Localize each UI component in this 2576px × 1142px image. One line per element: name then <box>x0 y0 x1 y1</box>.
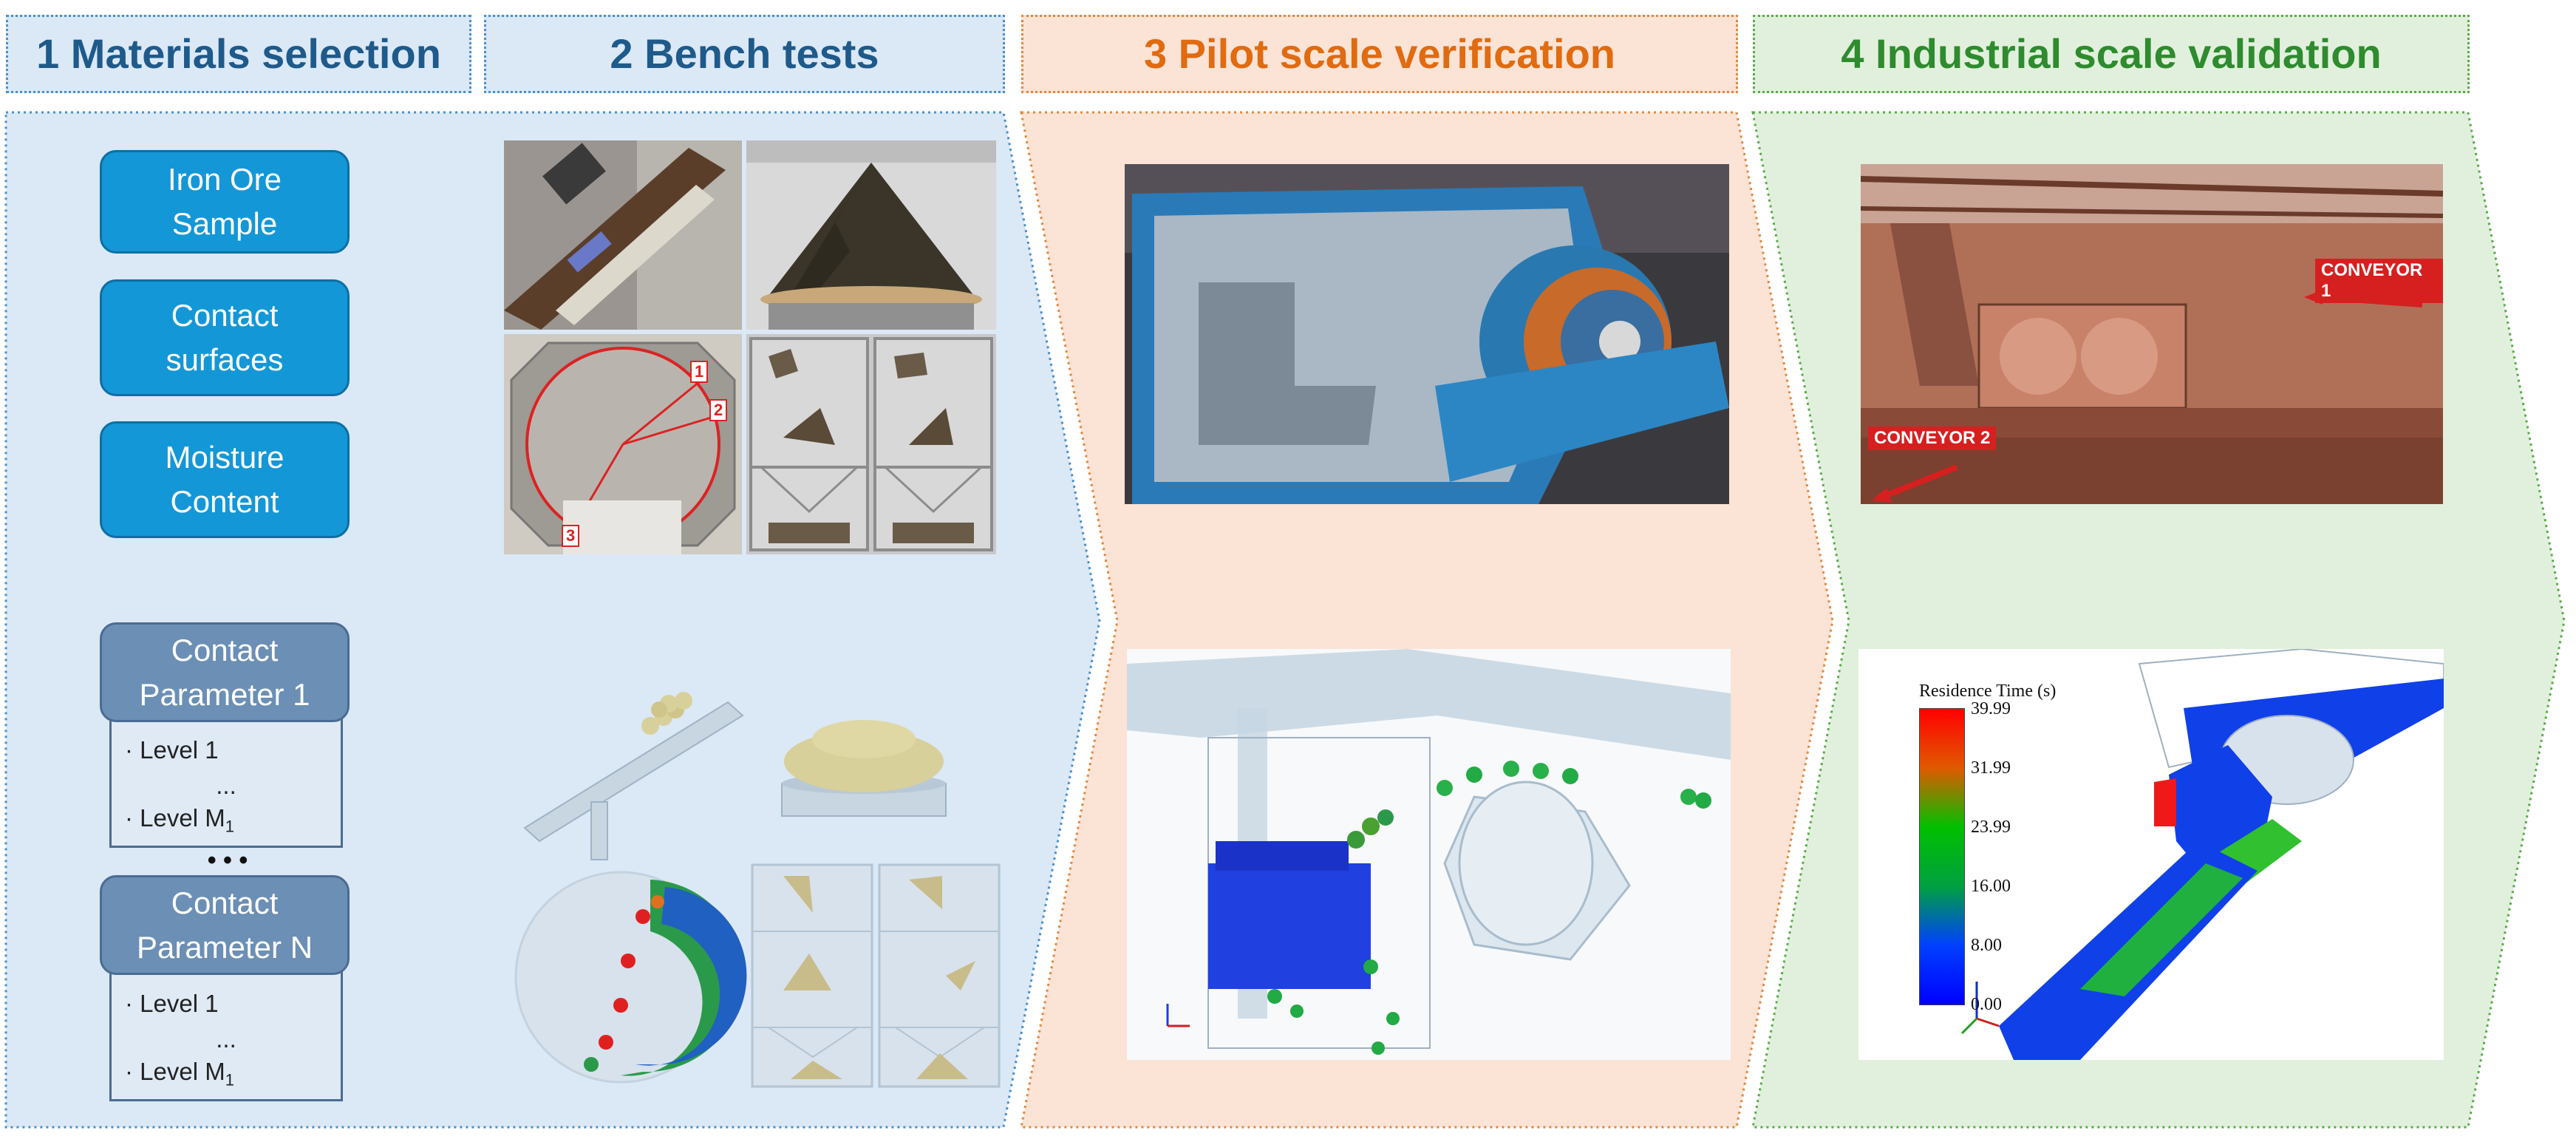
stage-title-pilot-scale: 3 Pilot scale verification <box>1021 15 1738 93</box>
legend-tick-min: 0.00 <box>1971 995 2002 1014</box>
bench-photo-angle-of-repose <box>746 140 996 330</box>
industrial-simulation-residence-time: Residence Time (s) 39.99 31.99 23.99 16.… <box>1858 649 2444 1060</box>
legend-tick-max: 39.99 <box>1971 699 2011 718</box>
parameter-level-ellipsis: ... <box>216 772 236 799</box>
pilot-photo-transfer-chute <box>1125 164 1729 504</box>
pilot-simulation-chute <box>1127 649 1731 1060</box>
material-label-line2: surfaces <box>166 342 284 377</box>
stage-title-industrial-scale: 4 Industrial scale validation <box>1753 15 2470 93</box>
stage-title-materials-selection: 1 Materials selection <box>6 15 471 93</box>
bench-photo-inclined-plane <box>504 140 742 330</box>
contact-parameter-1: Contact Parameter 1 <box>100 622 350 722</box>
legend-tick: 16.00 <box>1971 877 2011 896</box>
conveyor-2-label: CONVEYOR 2 <box>1868 426 1997 450</box>
material-label-line2: Content <box>170 484 279 519</box>
material-contact-surfaces: Contact surfaces <box>100 279 350 396</box>
parameter-level-first: · Level 1 <box>125 736 219 764</box>
between-parameters-dots: • • • <box>207 846 248 874</box>
material-moisture-content: Moisture Content <box>100 421 350 538</box>
legend-tick: 23.99 <box>1971 818 2011 837</box>
bench-photo-hopper-cells <box>746 334 996 554</box>
material-label-line1: Contact <box>171 298 279 333</box>
conveyor-1-label: CONVEYOR 1 <box>2315 259 2443 303</box>
parameter-label-line1: Contact <box>171 632 279 667</box>
parameter-n-levels: · Level 1 ... · Level M1 <box>109 967 343 1101</box>
contact-parameter-n: Contact Parameter N <box>100 875 350 975</box>
material-label-line1: Iron Ore <box>167 162 282 197</box>
parameter-1-levels: · Level 1 ... · Level M1 <box>109 713 343 848</box>
drum-marker-1: 1 <box>690 361 709 383</box>
legend-title: Residence Time (s) <box>1919 682 2057 701</box>
drum-marker-3: 3 <box>562 525 580 547</box>
industrial-photo-plant: CONVEYOR 1 CONVEYOR 2 <box>1861 164 2443 504</box>
parameter-label-line2: Parameter N <box>136 929 313 965</box>
parameter-label-line2: Parameter 1 <box>139 676 310 712</box>
stage-title-bench-tests: 2 Bench tests <box>484 15 1005 93</box>
parameter-label-line1: Contact <box>171 885 279 920</box>
residence-time-colorbar <box>1919 708 1965 1005</box>
legend-tick: 31.99 <box>1971 758 2011 778</box>
drum-marker-2: 2 <box>709 399 728 421</box>
bench-photo-rotating-drum: 1 2 3 <box>504 334 742 554</box>
material-iron-ore-sample: Iron Ore Sample <box>100 150 350 254</box>
parameter-level-last: · Level M1 <box>125 804 234 836</box>
parameter-level-first: · Level 1 <box>125 990 219 1017</box>
legend-tick: 8.00 <box>1971 936 2002 955</box>
material-label-line1: Moisture <box>165 440 284 475</box>
material-label-line2: Sample <box>171 206 278 241</box>
parameter-level-ellipsis: ... <box>216 1025 236 1053</box>
parameter-level-last: · Level M1 <box>125 1058 234 1090</box>
